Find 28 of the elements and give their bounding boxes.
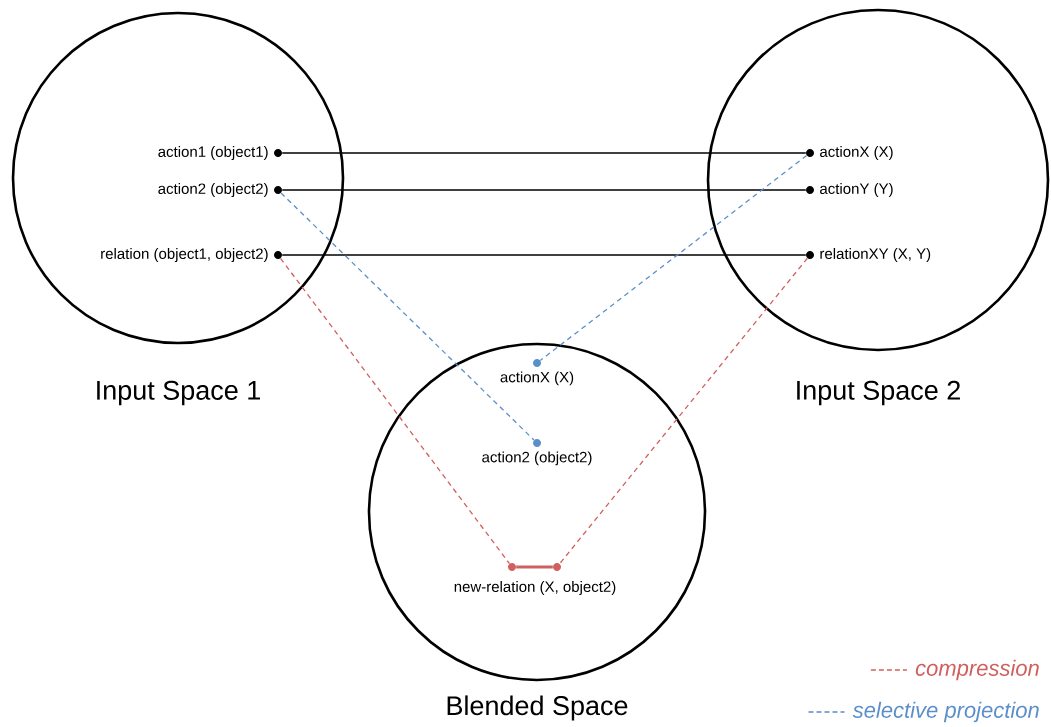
labeled-point: relationXY (X, Y) — [806, 248, 931, 262]
node-label: Input Space 1 — [97, 380, 260, 406]
labeled-point: actionX (X) — [500, 359, 574, 386]
legend-item: compression — [870, 659, 1039, 681]
point — [553, 563, 561, 571]
node-label: Input Space 2 — [797, 380, 960, 406]
labeled-point: action2 (object2) — [158, 183, 282, 197]
labeled-point: actionX (X) — [806, 146, 893, 160]
node-label: actionY (Y) — [820, 183, 893, 197]
labeled-point: actionY (Y) — [806, 183, 893, 197]
dashed-line — [539, 154, 808, 362]
dashed-line — [559, 257, 808, 565]
point-label: new-relation (X, object2) — [454, 581, 616, 595]
dashed-line — [280, 192, 535, 441]
point — [508, 563, 516, 571]
connector-line — [281, 254, 807, 256]
labeled-point: action1 (object1) — [158, 146, 282, 160]
node-label: actionX (X) — [820, 146, 893, 160]
labeled-point: action2 (object2) — [482, 439, 592, 466]
node-label: Blended Space — [447, 695, 628, 721]
link-bar — [516, 565, 553, 569]
dashed-line — [279, 257, 511, 565]
node-label: actionX (X) — [500, 371, 574, 386]
node-label: action2 (object2) — [482, 451, 592, 466]
connector-line — [281, 189, 807, 191]
labeled-point: relation (object1, object2) — [101, 248, 282, 262]
legend-item: selective projection — [807, 701, 1039, 723]
connector-line — [281, 152, 807, 154]
